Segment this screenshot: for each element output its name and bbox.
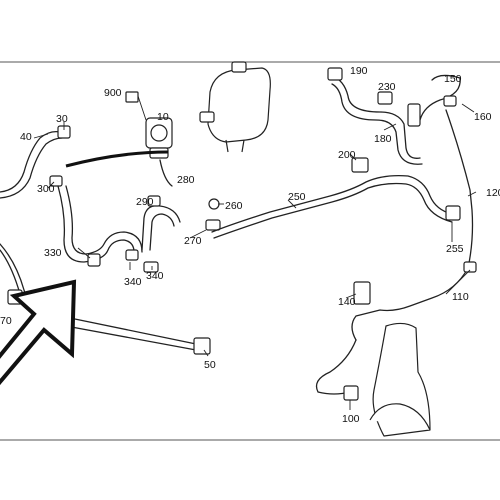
clamp-150 (443, 95, 457, 107)
label-50: 50 (204, 359, 216, 371)
label-290: 290 (136, 196, 154, 208)
label-70: 70 (0, 315, 12, 327)
clamp-50 (193, 337, 211, 355)
hose-330-inner (65, 185, 143, 255)
label-200: 200 (338, 149, 356, 161)
bolt-260 (208, 198, 220, 210)
hose-280 (159, 159, 173, 187)
clamp-270 (205, 219, 221, 231)
label-340-left: 340 (124, 276, 142, 288)
hose-40 (0, 130, 61, 193)
label-300: 300 (37, 183, 55, 195)
pointer-arrow (0, 279, 77, 386)
hose-290 (141, 205, 181, 251)
label-190: 190 (350, 65, 368, 77)
leader-lines (33, 95, 477, 410)
label-255: 255 (446, 243, 464, 255)
clamp-290 (147, 195, 161, 207)
clamp-110 (463, 261, 477, 273)
washer-reservoir (369, 322, 431, 437)
expansion-tank (199, 61, 271, 153)
label-270: 270 (184, 235, 202, 247)
bracket-line (65, 150, 169, 168)
label-30: 30 (56, 113, 68, 125)
coolant-pump (125, 91, 173, 159)
label-260: 260 (225, 200, 243, 212)
hose-290-inner (149, 213, 175, 251)
label-900: 900 (104, 87, 122, 99)
bracket-140 (353, 281, 371, 305)
label-250: 250 (288, 191, 306, 203)
label-280: 280 (177, 174, 195, 186)
connector-900 (125, 91, 139, 103)
clamp-330 (87, 253, 101, 267)
label-110: 110 (452, 291, 469, 303)
label-230: 230 (378, 81, 396, 93)
label-100: 100 (342, 413, 360, 425)
clamp-100 (343, 385, 359, 401)
connector-180 (407, 103, 421, 127)
hose-100 (315, 339, 357, 395)
label-180: 180 (374, 133, 392, 145)
label-10: 10 (157, 111, 169, 123)
label-150: 150 (444, 73, 462, 85)
label-140: 140 (338, 296, 356, 308)
clamp-340b (143, 261, 159, 273)
label-340-right: 340 (146, 270, 164, 282)
label-160: 160 (474, 111, 492, 123)
connector-255 (445, 205, 461, 221)
clamp-190 (327, 67, 343, 81)
pipe-110 (351, 109, 474, 341)
hose-40-inner (0, 137, 63, 199)
hose-150 (419, 74, 461, 121)
hose-180 (331, 75, 421, 159)
clamp-340a (125, 249, 139, 261)
label-120: 120 (486, 187, 500, 199)
clamp-230 (377, 91, 393, 105)
label-40: 40 (20, 131, 32, 143)
valve-200 (351, 157, 369, 173)
pipe-250-inner (213, 182, 453, 239)
label-330: 330 (44, 247, 62, 259)
pipe-250 (211, 174, 453, 233)
hose-180-inner (331, 83, 423, 165)
